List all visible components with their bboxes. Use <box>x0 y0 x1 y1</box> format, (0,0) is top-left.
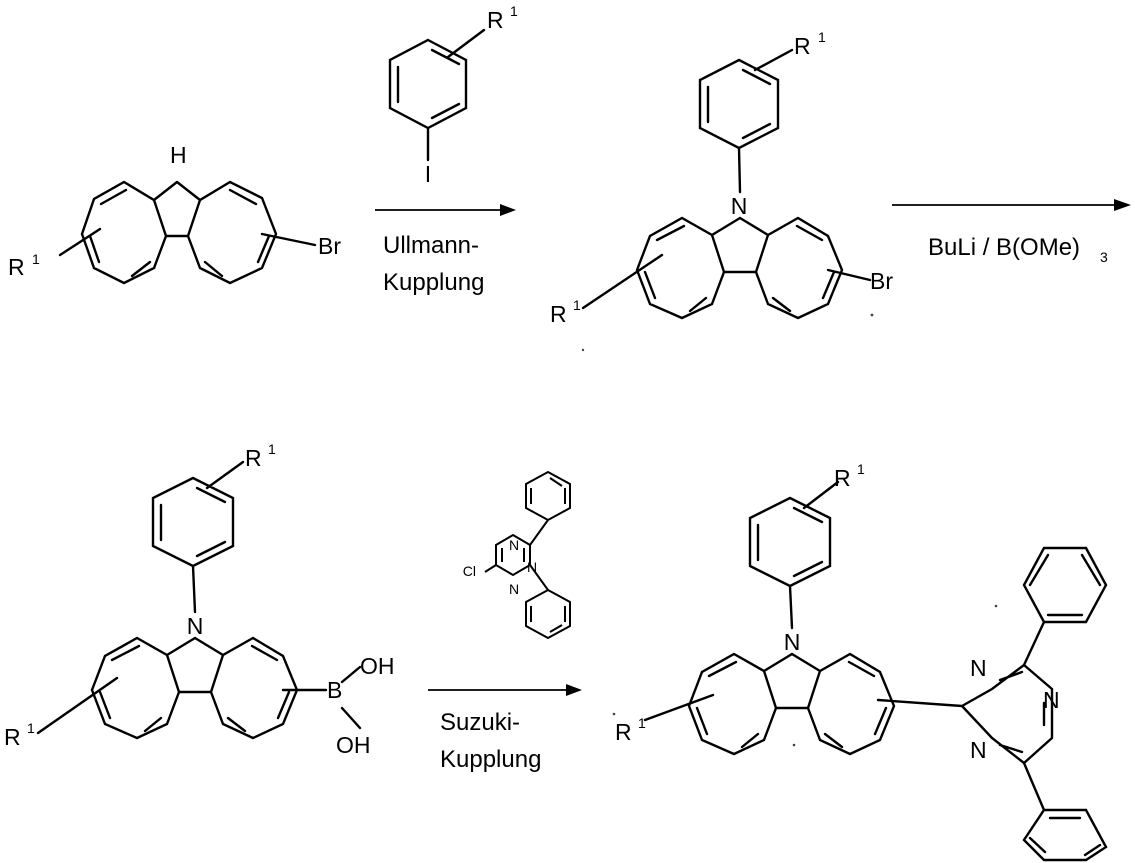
reaction-arrow-3 <box>428 684 582 696</box>
compound-2-r-left-label: R <box>550 301 567 327</box>
compound-2-n-label: N <box>731 193 748 219</box>
step-3-condition-line2: Kupplung <box>440 746 541 773</box>
compound-3-boron: B <box>327 677 342 703</box>
compound-4-n-label: N <box>784 629 801 655</box>
compound-2-r-top-superscript: 1 <box>818 29 826 45</box>
compound-4-r-top-label: R <box>834 465 851 491</box>
step-2-condition: BuLi / B(OMe) <box>928 234 1080 261</box>
compound-4-r-left-superscript: 1 <box>638 715 646 731</box>
compound-2-r-left-superscript: 1 <box>573 297 581 313</box>
compound-1-br-label: Br <box>318 233 341 259</box>
compound-3-r-left-superscript: 1 <box>27 720 35 736</box>
compound-4-triazine-n1: N <box>970 655 987 681</box>
compound-2-bonds <box>583 50 870 318</box>
compound-3-r-top-superscript: 1 <box>268 441 276 457</box>
reaction-arrow-2 <box>892 199 1131 211</box>
reagent-1-r-superscript: 1 <box>510 3 518 19</box>
reagent-1-r-label: R <box>487 7 504 33</box>
reagent-3-n3: N <box>509 581 519 597</box>
compound-1-bromocarbazole: H R 1 Br <box>8 142 341 283</box>
reagent-chloro-diphenyltriazine: Cl N N N <box>463 472 570 638</box>
step-3-condition-line1: Suzuki- <box>440 709 520 736</box>
step-1-condition-line1: Ullmann- <box>383 232 479 259</box>
reagent-3-n2: N <box>527 559 537 575</box>
reagent-1-bonds <box>390 30 484 160</box>
compound-1-nh-label: H <box>170 142 187 168</box>
compound-3-oh-lower: OH <box>336 732 371 758</box>
step-1-condition-line2: Kupplung <box>383 269 484 296</box>
scan-speck <box>793 744 796 747</box>
reagent-iodo-aryl: I R 1 <box>390 3 518 187</box>
arrow-3-head <box>566 684 582 696</box>
reagent-3-n1: N <box>509 537 519 553</box>
compound-3-bonds <box>38 462 360 738</box>
scan-speck <box>871 314 874 317</box>
scan-speck <box>582 349 584 351</box>
scan-speck <box>613 713 616 716</box>
reagent-1-iodine: I <box>425 161 431 187</box>
compound-3-oh-upper: OH <box>360 653 395 679</box>
compound-1-r-superscript: 1 <box>32 251 40 267</box>
compound-2-n-aryl-bromocarbazole: N R 1 R 1 Br <box>550 29 893 351</box>
reagent-3-bonds <box>485 472 570 638</box>
compound-4-r-top-superscript: 1 <box>857 461 865 477</box>
arrow-1-head <box>500 204 516 216</box>
compound-1-bonds <box>60 182 315 283</box>
arrow-2-head <box>1114 199 1131 211</box>
compound-4-triazine-n2: N <box>1043 687 1060 713</box>
compound-4-product: N R 1 R 1 N N N <box>613 461 1106 860</box>
reagent-3-chloro: Cl <box>463 563 476 579</box>
scan-speck <box>995 605 998 608</box>
compound-3-n-label: N <box>187 613 204 639</box>
reaction-arrow-1 <box>375 204 516 216</box>
compound-3-boronic-acid: N R 1 R 1 B OH OH <box>4 441 395 758</box>
compound-4-r-left-label: R <box>615 719 632 745</box>
compound-1-r-label: R <box>8 254 25 280</box>
compound-4-triazine-n3: N <box>970 737 987 763</box>
compound-2-br-label: Br <box>870 268 893 294</box>
compound-3-r-top-label: R <box>245 445 262 471</box>
compound-4-bonds <box>645 482 1106 860</box>
compound-3-r-left-label: R <box>4 724 21 750</box>
compound-2-r-top-label: R <box>794 33 811 59</box>
step-2-condition-subscript: 3 <box>1100 249 1108 265</box>
